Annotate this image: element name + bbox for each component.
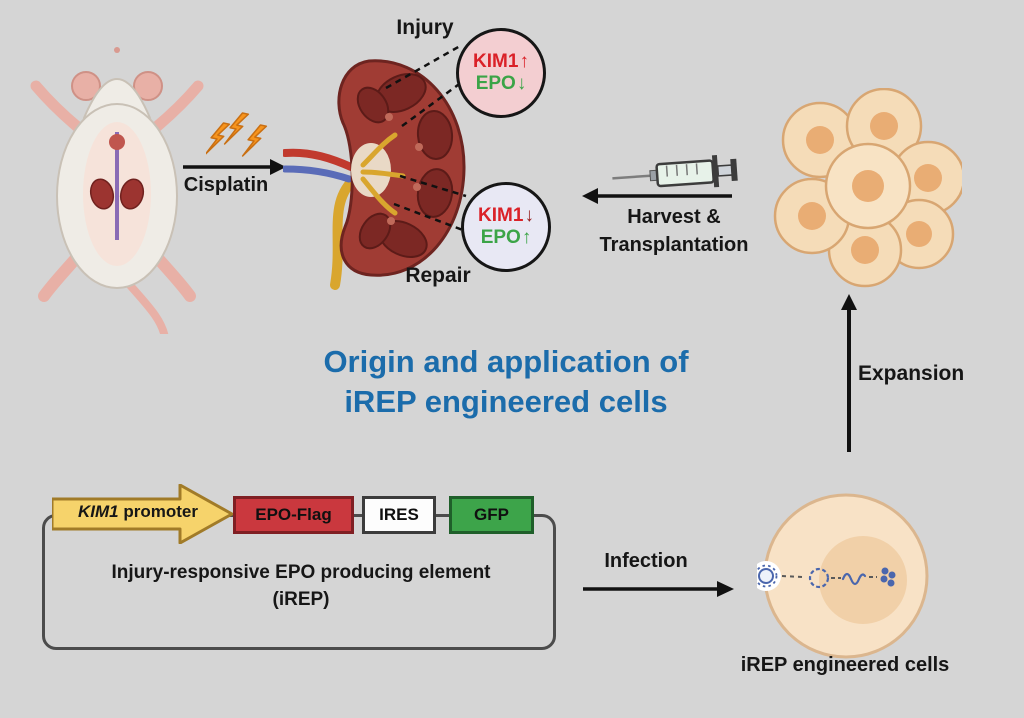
- infection-arrow: [583, 581, 734, 597]
- construct-caption-line2: (iREP): [272, 588, 330, 610]
- kim1-promoter-label: KIM1 promoter: [56, 502, 220, 522]
- mouse-illustration: [30, 47, 204, 334]
- harvest-arrow: [582, 188, 732, 204]
- injury-kim1-row: KIM1 ↑: [473, 51, 529, 73]
- protein-icon: [880, 567, 896, 587]
- cisplatin-label: Cisplatin: [183, 174, 269, 196]
- repair-label: Repair: [405, 264, 471, 287]
- callout-dashed-lines: [385, 44, 469, 234]
- injury-kim1-text: KIM1: [473, 51, 519, 73]
- construct-caption-line1: Injury-responsive EPO producing element: [111, 562, 491, 583]
- repair-kim1-row: KIM1 ↓: [478, 205, 534, 227]
- engineered-cell-illustration: [757, 493, 929, 659]
- epo-flag-box: EPO-Flag: [233, 496, 354, 534]
- promoter-suffix-text: promoter: [118, 502, 198, 521]
- construct-caption: Injury-responsive EPO producing element …: [62, 560, 540, 613]
- figure-title: Origin and application of iREP engineere…: [250, 342, 762, 423]
- gfp-box: GFP: [449, 496, 534, 534]
- expansion-label: Expansion: [858, 362, 965, 385]
- figure-title-line1: Origin and application of: [323, 344, 689, 379]
- injury-epo-text: EPO: [475, 73, 516, 94]
- injury-epo-row: EPO ↓: [476, 73, 527, 95]
- harvest-label-line2: Transplantation: [599, 234, 749, 256]
- kim1-promoter-arrow: [52, 484, 234, 544]
- harvest-label-line1: Harvest &: [627, 206, 721, 228]
- kidney-illustration: [283, 59, 466, 290]
- irep-cells-label: iREP engineered cells: [740, 654, 950, 676]
- cluster-cell: [773, 88, 962, 288]
- plasmid-icon: [808, 567, 830, 589]
- kim1-gene-text: KIM1: [78, 502, 119, 521]
- infection-label: Infection: [604, 550, 688, 572]
- repair-epo-text: EPO: [480, 227, 521, 248]
- repair-epo-up-arrow-icon: ↑: [521, 227, 532, 248]
- ires-box: IRES: [362, 496, 436, 534]
- lightning-icon: [206, 112, 268, 157]
- figure-title-line2: iREP engineered cells: [344, 384, 668, 420]
- repair-kim1-text: KIM1: [478, 205, 524, 227]
- rna-icon: [841, 572, 867, 586]
- injury-badge: KIM1 ↑ EPO ↓: [456, 28, 546, 118]
- harvest-transplantation-label: Harvest & Transplantation: [585, 203, 763, 259]
- expansion-arrow: [841, 294, 857, 452]
- syringe-icon: [612, 155, 738, 188]
- cell-cluster-illustration: [773, 88, 962, 288]
- repair-epo-row: EPO ↑: [481, 227, 532, 249]
- cisplatin-arrow: [183, 159, 286, 175]
- injury-kim1-up-arrow-icon: ↑: [519, 51, 529, 73]
- repair-kim1-down-arrow-icon: ↓: [524, 205, 534, 227]
- injury-epo-down-arrow-icon: ↓: [516, 73, 527, 94]
- repair-badge: KIM1 ↓ EPO ↑: [461, 182, 551, 272]
- virus-icon: [757, 564, 778, 588]
- injury-label: Injury: [396, 16, 454, 39]
